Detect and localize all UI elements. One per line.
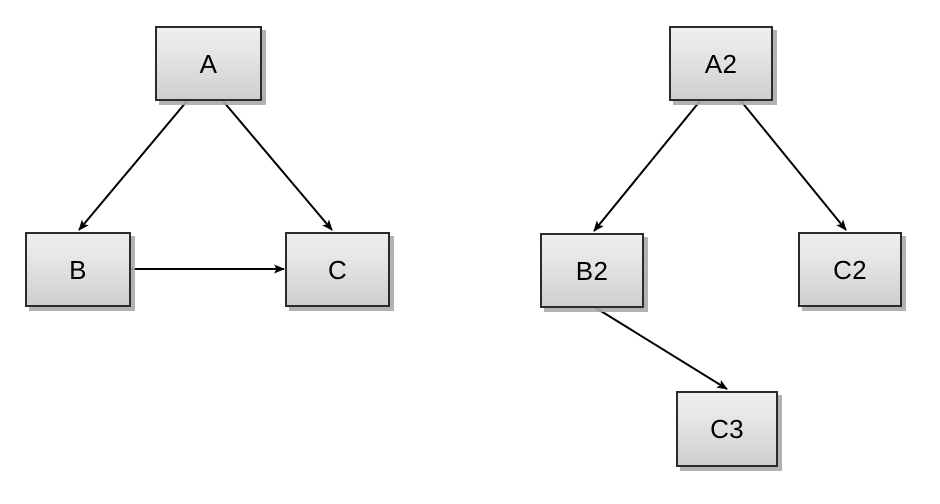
edge-a2-to-b2[interactable] — [593, 100, 701, 232]
edge-a-to-b[interactable] — [78, 100, 188, 231]
node-c2[interactable]: C2 — [798, 232, 902, 307]
node-label-c3: C3 — [710, 414, 744, 444]
edge-a-to-c[interactable] — [222, 100, 333, 231]
node-label-b2: B2 — [575, 255, 609, 286]
edge-group — [78, 100, 847, 390]
node-label-a: A — [199, 48, 218, 79]
node-b[interactable]: B — [25, 232, 131, 307]
node-label-b: B — [69, 254, 87, 285]
node-c[interactable]: C — [285, 232, 390, 307]
node-a2[interactable]: A2 — [669, 26, 773, 101]
node-c3[interactable]: C3 — [676, 391, 778, 467]
node-label-a2: A2 — [704, 48, 738, 79]
edge-b2-to-c3[interactable] — [595, 307, 728, 390]
node-b2[interactable]: B2 — [540, 233, 644, 308]
node-label-c2: C2 — [833, 254, 867, 285]
edge-a2-to-c2[interactable] — [740, 100, 847, 231]
node-a[interactable]: A — [155, 26, 262, 101]
node-label-c: C — [327, 254, 348, 285]
